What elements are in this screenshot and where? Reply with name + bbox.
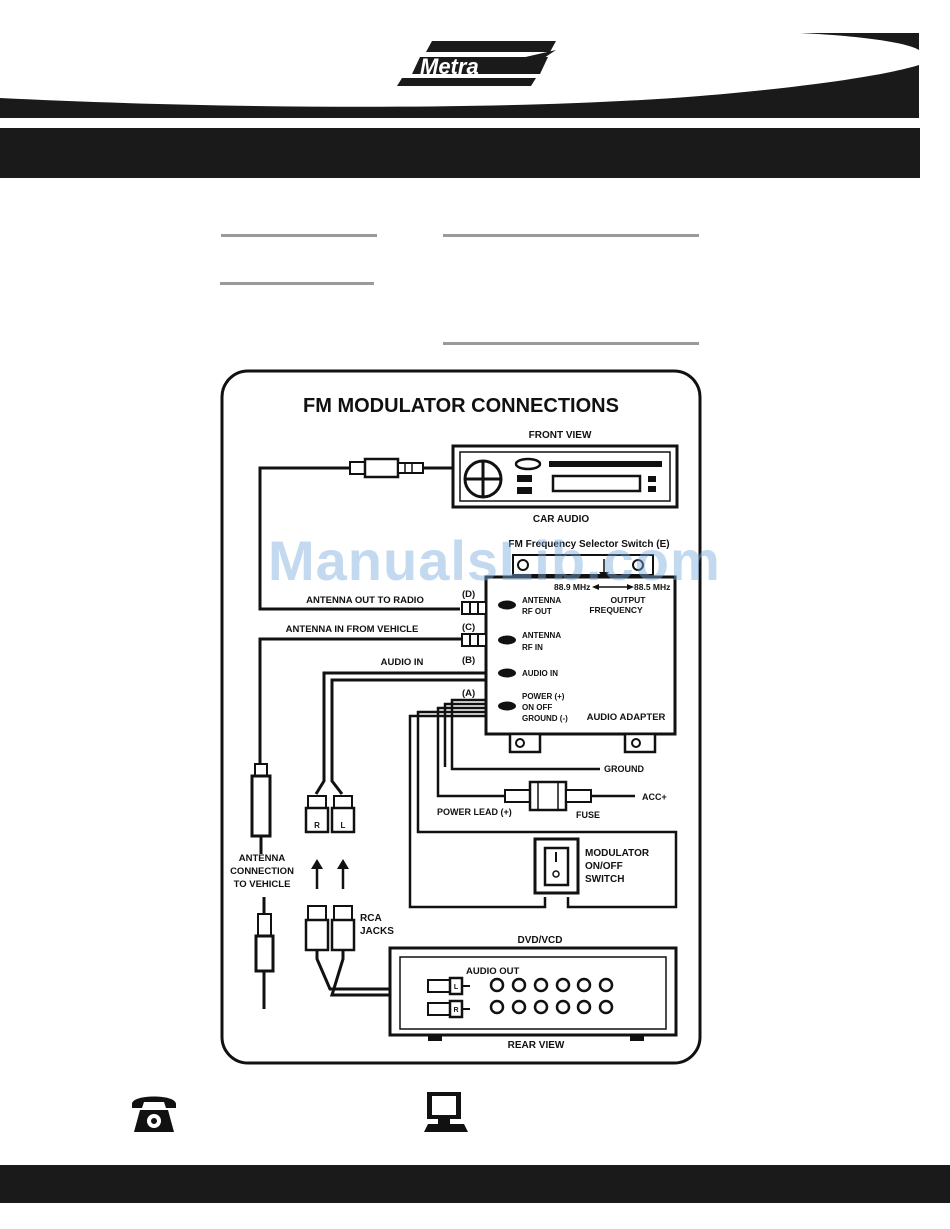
- svg-text:(D): (D): [462, 589, 475, 600]
- audio-adapter-box: [484, 575, 677, 736]
- header-banner: Metra: [0, 33, 919, 118]
- svg-text:ON OFF: ON OFF: [522, 703, 552, 712]
- rca-plug-upper: R L: [304, 795, 356, 834]
- svg-text:ANTENNA: ANTENNA: [522, 631, 561, 640]
- car-audio-unit: [451, 444, 679, 509]
- modulator-switch: [533, 837, 580, 895]
- svg-text:MODULATOR: MODULATOR: [585, 848, 650, 859]
- rule-right-1: [443, 234, 699, 237]
- svg-text:CONNECTION: CONNECTION: [230, 866, 294, 877]
- rule-left-2: [220, 282, 374, 285]
- antenna-in-label: ANTENNA IN FROM VEHICLE: [286, 624, 419, 635]
- antenna-vehicle-plug: [254, 897, 275, 1009]
- audio-out-label: AUDIO OUT: [466, 966, 520, 977]
- svg-text:ACC+: ACC+: [642, 792, 667, 802]
- dvd-jacks: [489, 977, 614, 1015]
- svg-text:JACKS: JACKS: [360, 926, 394, 937]
- logo-text: Metra: [420, 54, 479, 79]
- car-audio-label: CAR AUDIO: [533, 514, 590, 525]
- diagram-title: FM MODULATOR CONNECTIONS: [303, 395, 619, 417]
- antenna-plug-top: [349, 457, 424, 479]
- watermark: ManualsLib.com: [268, 529, 721, 592]
- antenna-vehicle-connector: [250, 763, 272, 854]
- fuse-holder: [504, 780, 592, 812]
- svg-text:(B): (B): [462, 655, 475, 666]
- output-frequency-2: FREQUENCY: [589, 605, 643, 615]
- freq-switch-label: FM Frequency Selector Switch (E): [508, 539, 669, 550]
- output-frequency-1: OUTPUT: [611, 595, 647, 605]
- svg-text:R: R: [314, 821, 320, 830]
- fm-modulator-diagram: FM MODULATOR CONNECTIONS FRONT VIEW CAR …: [220, 369, 702, 1065]
- svg-text:FUSE: FUSE: [576, 810, 600, 820]
- svg-text:RF IN: RF IN: [522, 643, 543, 652]
- svg-text:SWITCH: SWITCH: [585, 874, 624, 885]
- rca-plug-lower: [304, 905, 356, 952]
- freq-b-label: 88.5 MHz: [634, 582, 670, 592]
- phone-icon: [132, 1096, 176, 1132]
- antenna-out-label: ANTENNA OUT TO RADIO: [306, 595, 424, 606]
- svg-text:R: R: [453, 1007, 458, 1014]
- svg-text:POWER (+): POWER (+): [522, 692, 565, 701]
- svg-text:ANTENNA: ANTENNA: [239, 853, 286, 864]
- front-view-label: FRONT VIEW: [529, 430, 592, 441]
- rear-view-label: REAR VIEW: [508, 1040, 565, 1051]
- dvd-vcd-label: DVD/VCD: [517, 935, 562, 946]
- svg-text:GROUND (-): GROUND (-): [522, 714, 568, 723]
- rule-left-1: [221, 234, 377, 237]
- svg-text:ON/OFF: ON/OFF: [585, 861, 623, 872]
- freq-a-label: 88.9 MHz: [554, 582, 590, 592]
- svg-text:RCA: RCA: [360, 913, 382, 924]
- port-connectors: [461, 601, 487, 647]
- dvd-vcd-unit: [388, 946, 678, 1041]
- svg-text:(C): (C): [462, 622, 475, 633]
- rule-right-2: [443, 342, 699, 345]
- audio-in-label: AUDIO IN: [381, 657, 424, 668]
- dvd-audio-plugs: L R: [427, 976, 470, 1019]
- svg-text:L: L: [341, 821, 346, 830]
- svg-text:(A): (A): [462, 688, 475, 699]
- footer-bar: [0, 1165, 950, 1203]
- svg-text:RF OUT: RF OUT: [522, 607, 552, 616]
- audio-adapter-label: AUDIO ADAPTER: [587, 712, 666, 723]
- svg-text:POWER LEAD (+): POWER LEAD (+): [437, 807, 512, 817]
- svg-text:AUDIO IN: AUDIO IN: [522, 669, 558, 678]
- ground-label: GROUND: [604, 764, 644, 774]
- computer-icon: [424, 1092, 468, 1132]
- svg-text:L: L: [454, 984, 459, 991]
- svg-text:ANTENNA: ANTENNA: [522, 596, 561, 605]
- svg-text:TO VEHICLE: TO VEHICLE: [234, 879, 291, 890]
- metra-logo: Metra: [397, 41, 556, 86]
- title-bar: [0, 128, 920, 178]
